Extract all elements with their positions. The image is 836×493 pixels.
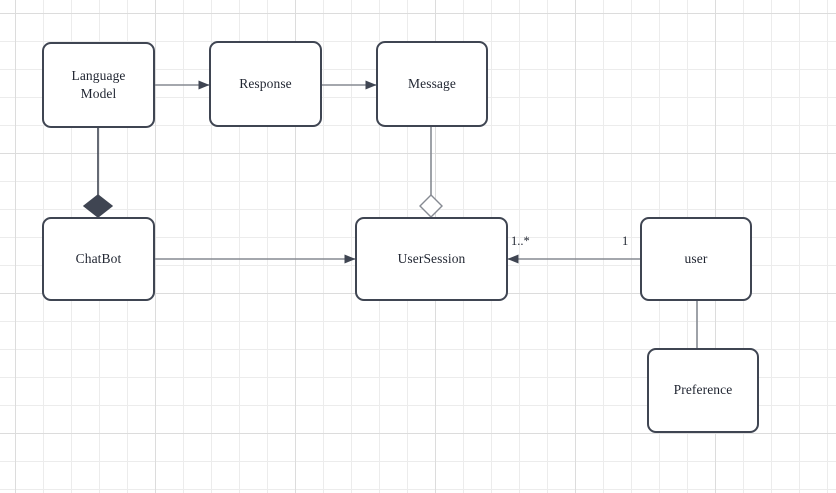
node-usersession[interactable]: UserSession bbox=[355, 217, 508, 301]
filled-diamond-icon bbox=[82, 194, 114, 218]
node-label: Language Model bbox=[71, 67, 126, 101]
node-language-model[interactable]: Language Model bbox=[42, 42, 155, 128]
edge-label-multiplicity-usersession: 1..* bbox=[511, 234, 530, 248]
hollow-diamond-icon bbox=[419, 194, 443, 218]
node-preference[interactable]: Preference bbox=[647, 348, 759, 433]
node-chatbot[interactable]: ChatBot bbox=[42, 217, 155, 301]
node-user[interactable]: user bbox=[640, 217, 752, 301]
node-label: Message bbox=[408, 75, 456, 91]
node-label: Preference bbox=[673, 382, 733, 398]
node-response[interactable]: Response bbox=[209, 41, 322, 127]
node-label: Response bbox=[239, 75, 292, 91]
node-label: ChatBot bbox=[75, 250, 122, 266]
edge-language-model-to-chatbot bbox=[82, 128, 114, 218]
node-message[interactable]: Message bbox=[376, 41, 488, 127]
edge-message-to-usersession bbox=[419, 127, 443, 218]
node-label: user bbox=[684, 250, 708, 266]
edge-label-multiplicity-user: 1 bbox=[622, 234, 629, 248]
node-label: UserSession bbox=[397, 250, 466, 266]
